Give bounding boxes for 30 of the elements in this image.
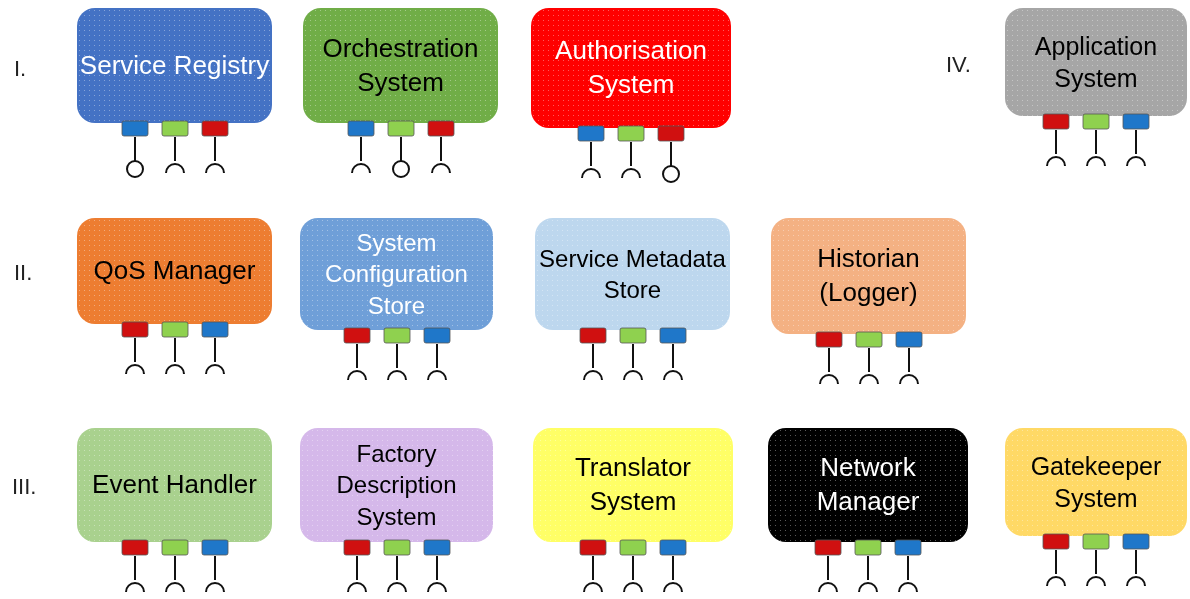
system-box bbox=[531, 8, 731, 128]
system-box bbox=[77, 428, 272, 542]
system-name: Authorisation System bbox=[554, 34, 708, 101]
system-name: Network Manager bbox=[815, 451, 921, 518]
system-name: Factory Description System bbox=[335, 439, 458, 532]
system-box bbox=[535, 218, 730, 330]
row-numeral: I. bbox=[14, 56, 27, 82]
row-numeral: III. bbox=[12, 474, 37, 500]
system-box bbox=[77, 8, 272, 123]
system-box bbox=[77, 218, 272, 324]
system-name: Application System bbox=[1033, 30, 1159, 94]
system-name: QoS Manager bbox=[93, 254, 256, 288]
system-box bbox=[771, 218, 966, 334]
system-box bbox=[768, 428, 968, 542]
system-box bbox=[303, 8, 498, 123]
system-name: Service Metadata Store bbox=[538, 243, 727, 305]
row-numeral: IV. bbox=[946, 52, 971, 78]
system-name: Service Registry bbox=[79, 48, 270, 82]
system-box bbox=[533, 428, 733, 542]
system-box bbox=[300, 428, 493, 542]
system-box bbox=[1005, 8, 1187, 116]
row-numeral: II. bbox=[14, 260, 33, 286]
system-name: Translator System bbox=[573, 451, 693, 518]
system-name: Orchestration System bbox=[321, 31, 480, 99]
system-name: System Configuration Store bbox=[324, 228, 469, 321]
system-name: Event Handler bbox=[92, 468, 257, 502]
system-name: Historian (Logger) bbox=[816, 242, 921, 309]
system-box bbox=[300, 218, 493, 330]
system-box bbox=[1005, 428, 1187, 536]
system-name: Gatekeeper System bbox=[1029, 450, 1163, 514]
